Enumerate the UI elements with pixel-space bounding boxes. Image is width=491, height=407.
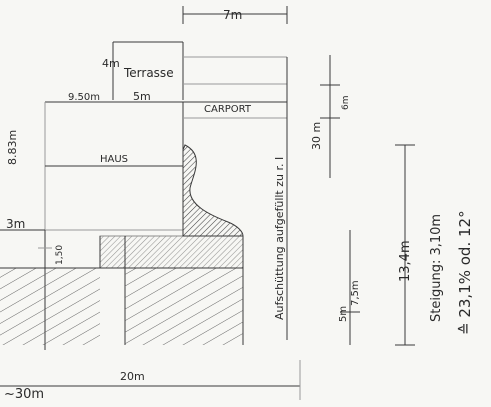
- top-dimension: [182, 6, 288, 24]
- right-30-label: 30 m: [310, 122, 323, 150]
- slope-hatched-area: [182, 144, 244, 237]
- gradient-label: ≙ 23,1% od. 12°: [456, 210, 474, 335]
- right-75m-label: 7,5m: [350, 280, 361, 306]
- step-strip: [99, 235, 244, 269]
- house-depth-label: 8.83m: [6, 130, 19, 165]
- slope-note: Aufschüttung aufgefüllt zu r. I: [273, 157, 286, 320]
- terrace-block: [112, 41, 287, 100]
- width-left-label: 9.50m: [68, 92, 100, 103]
- width-mid-label: 5m: [133, 90, 151, 103]
- right-dimensions: [320, 55, 415, 346]
- house-label: HAUS: [100, 154, 128, 165]
- terrace-depth-label: 4m: [102, 57, 120, 70]
- ground-hatch-right: [125, 268, 243, 345]
- left-3m-label: 3m: [6, 217, 25, 231]
- total-height-label: 13,4m: [398, 240, 413, 282]
- bottom-20m-label: 20m: [120, 370, 145, 383]
- bottom-30m-label: ~30m: [4, 387, 44, 402]
- right-height-label: 6m: [341, 96, 351, 111]
- right-5m-label: 5m: [338, 306, 349, 322]
- left-low-label: 1,50: [55, 245, 65, 265]
- carport-label: CARPORT: [204, 104, 252, 115]
- bottom-dimensions: [0, 360, 301, 400]
- top-width-label: 7m: [223, 8, 242, 22]
- rise-label: Steigung: 3,10m: [429, 214, 444, 322]
- terrace-label: Terrasse: [123, 66, 174, 80]
- ground-hatch-left: [0, 268, 100, 345]
- house-outline: [44, 57, 288, 340]
